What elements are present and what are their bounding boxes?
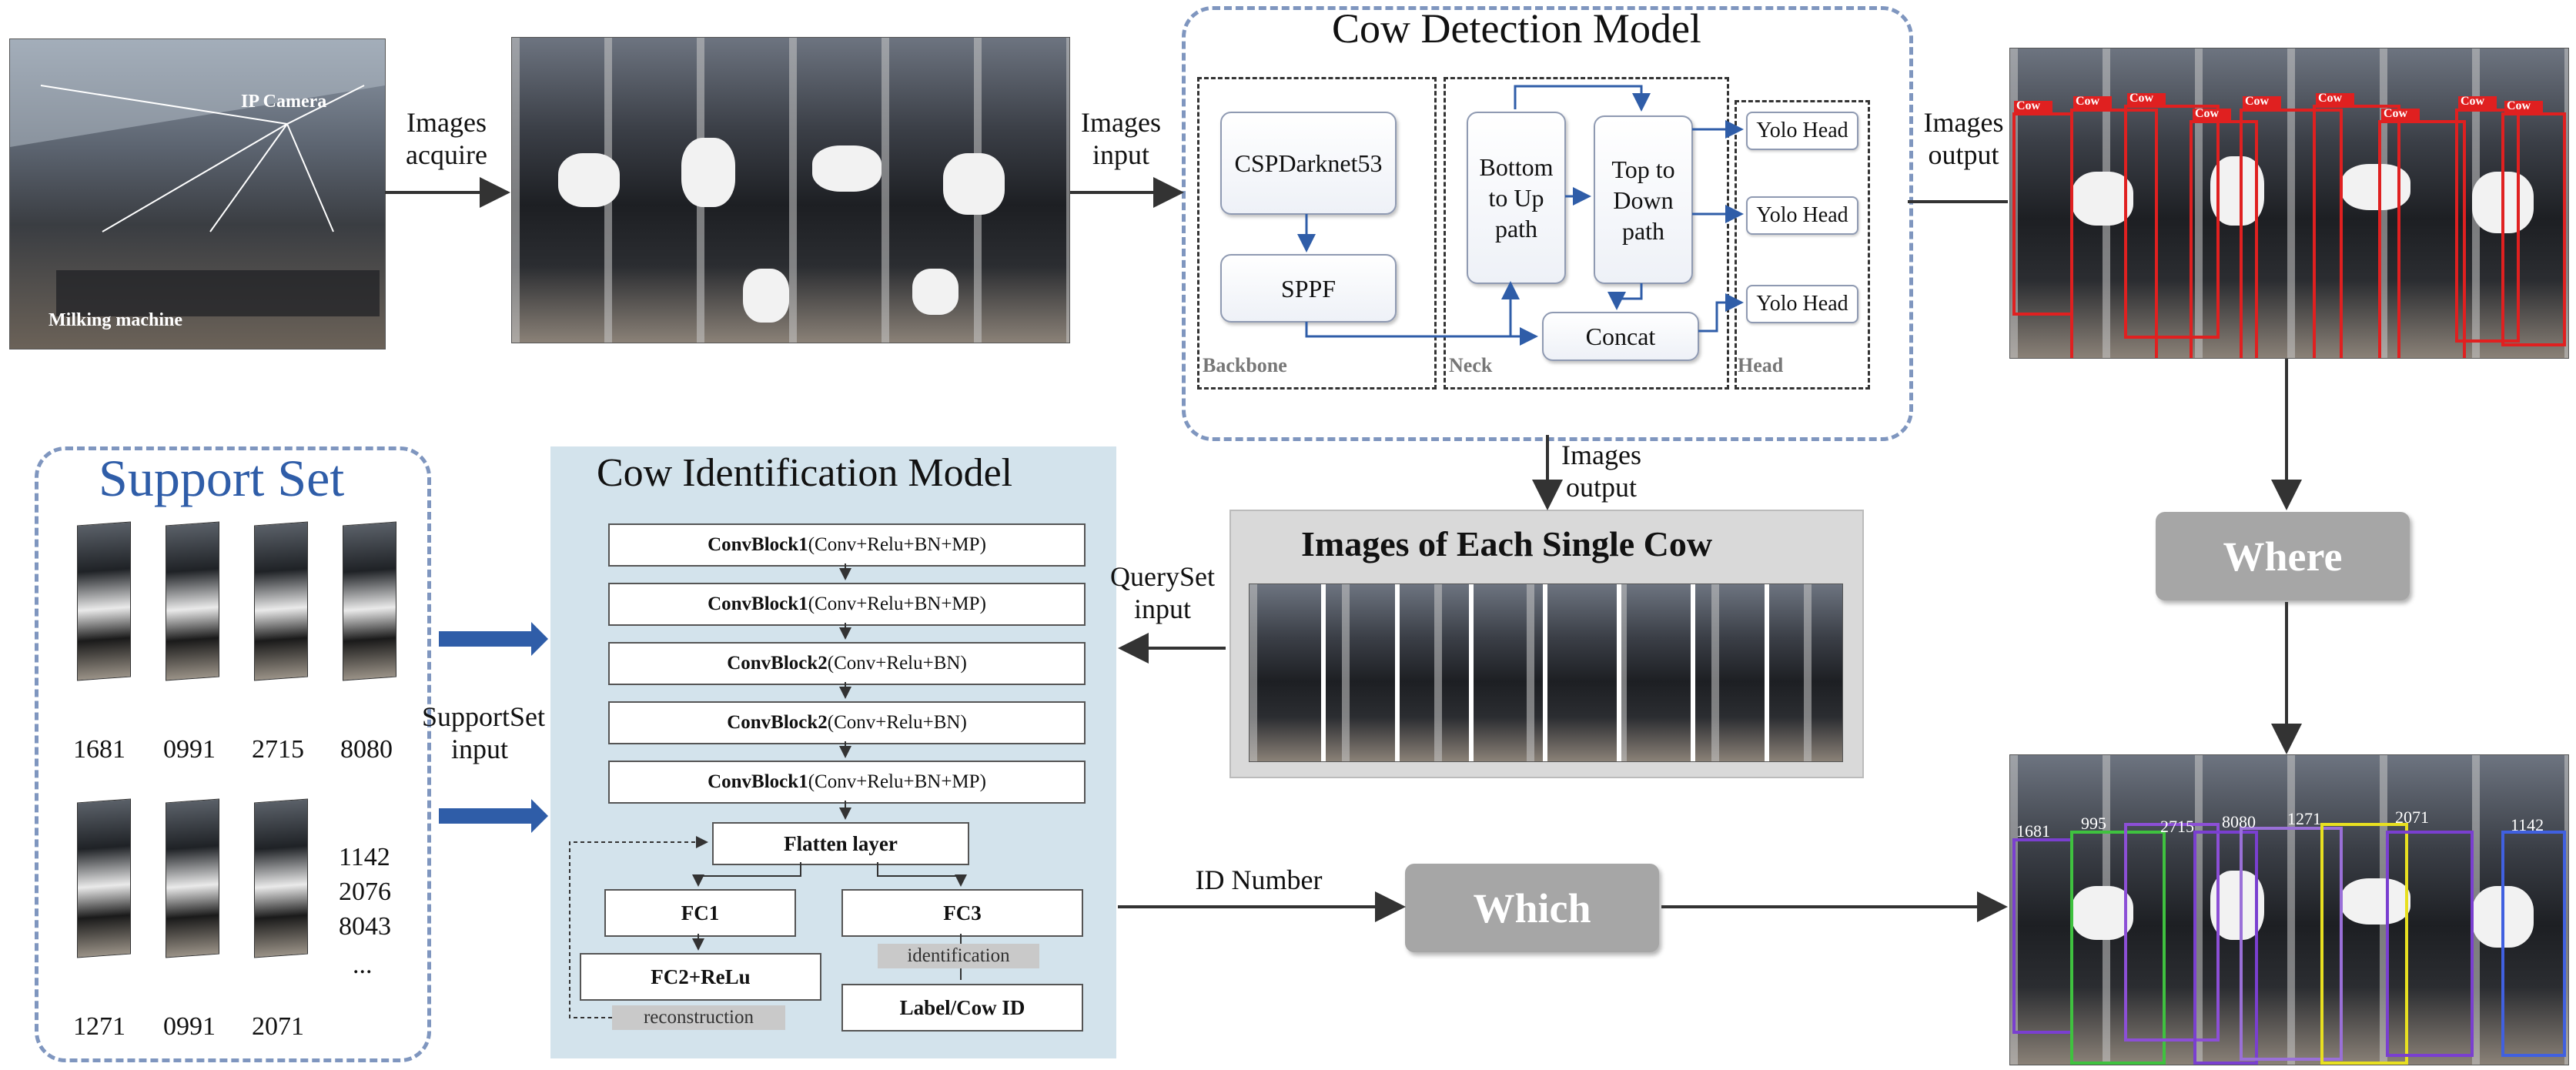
block-name: ConvBlock1: [708, 771, 808, 792]
sppf-node: SPPF: [1220, 254, 1397, 323]
identified-id: 2071: [2395, 808, 2429, 827]
det-box-label: Cow: [2016, 99, 2041, 112]
images-output-down-label: Images output: [1561, 440, 1641, 503]
support-more-id: 8043: [339, 912, 391, 941]
convblock-4: ConvBlock2(Conv+Relu+BN): [608, 701, 1086, 744]
support-more-id: 2076: [339, 878, 391, 906]
support-set-title: Support Set: [99, 449, 345, 507]
block-detail: (Conv+Relu+BN+MP): [808, 534, 986, 555]
concat-node: Concat: [1542, 312, 1699, 361]
top-to-down-node: Top to Down path: [1594, 115, 1693, 284]
block-name: ConvBlock2: [727, 653, 828, 674]
images-output-right-label: Images output: [1923, 107, 2004, 170]
block-name: ConvBlock1: [708, 594, 808, 614]
where-button: Where: [2156, 512, 2410, 600]
images-input-label: Images input: [1081, 107, 1161, 170]
milking-parlour-photo: [511, 37, 1070, 343]
support-id: 1271: [73, 1012, 125, 1041]
fc2-relu-box: FC2+ReLu: [580, 953, 821, 1001]
backbone-label: Backbone: [1203, 354, 1287, 376]
block-name: ConvBlock1: [708, 534, 808, 555]
det-box-label: Cow: [2245, 95, 2270, 108]
det-box-label: Cow: [2461, 95, 2485, 108]
neck-section: [1444, 77, 1729, 390]
yolo-head-3: Yolo Head: [1746, 285, 1858, 323]
identification-model-title: Cow Identification Model: [597, 451, 1013, 495]
id-number-label: ID Number: [1195, 864, 1323, 895]
identification-tag: identification: [878, 944, 1039, 968]
which-button: Which: [1405, 864, 1659, 952]
det-box-label: Cow: [2384, 107, 2408, 120]
det-box-label: Cow: [2318, 92, 2343, 105]
label-cow-id-box: Label/Cow ID: [841, 984, 1083, 1032]
support-id: 8080: [340, 735, 393, 764]
ip-camera-label: IP Camera: [241, 92, 327, 112]
identified-id: 1142: [2511, 815, 2544, 834]
support-id: 1681: [73, 735, 125, 764]
support-more-id: 1142: [339, 843, 390, 871]
identified-id: 1271: [2287, 809, 2321, 828]
convblock-1: ConvBlock1(Conv+Relu+BN+MP): [608, 523, 1086, 567]
convblock-5: ConvBlock1(Conv+Relu+BN+MP): [608, 761, 1086, 804]
identified-output-photo: 1681 995 2715 8080 1271 2071 1142: [2009, 754, 2569, 1065]
support-id: 0991: [163, 735, 216, 764]
det-box-label: Cow: [2129, 92, 2154, 105]
support-id: 2071: [252, 1012, 304, 1041]
neck-label: Neck: [1449, 354, 1493, 376]
head-section: [1735, 100, 1870, 390]
reconstruction-tag: reconstruction: [612, 1005, 785, 1030]
convblock-3: ConvBlock2(Conv+Relu+BN): [608, 642, 1086, 685]
detection-boxes: [2012, 93, 2566, 358]
flatten-layer: Flatten layer: [712, 822, 969, 865]
identified-id: 2715: [2160, 817, 2194, 836]
det-box-label: Cow: [2507, 99, 2531, 112]
convblock-2: ConvBlock1(Conv+Relu+BN+MP): [608, 583, 1086, 626]
farm-camera-photo: IP Camera Milking machine: [9, 38, 386, 349]
single-cow-strip: [1249, 583, 1843, 762]
support-set-frame: [35, 446, 431, 1062]
yolo-head-2: Yolo Head: [1746, 196, 1858, 235]
bottom-to-up-node: Bottom to Up path: [1467, 112, 1566, 284]
images-acquire-label: Images acquire: [406, 107, 487, 170]
detection-output-photo: Cow Cow Cow Cow Cow Cow Cow Cow Cow: [2009, 48, 2569, 359]
det-box-label: Cow: [2076, 95, 2100, 108]
milking-machine-label: Milking machine: [49, 310, 183, 330]
block-detail: (Conv+Relu+BN+MP): [808, 594, 986, 614]
block-detail: (Conv+Relu+BN): [827, 653, 967, 674]
supportset-input-label: SupportSet input: [422, 701, 546, 764]
identified-id: 995: [2081, 814, 2106, 833]
identified-boxes: [2012, 823, 2566, 1065]
support-more-id: ...: [353, 951, 373, 979]
support-id: 2715: [252, 735, 304, 764]
detection-model-title: Cow Detection Model: [1332, 5, 1701, 52]
queryset-input-label: QuerySet input: [1110, 561, 1215, 624]
block-detail: (Conv+Relu+BN): [827, 712, 967, 733]
identified-id: 8080: [2222, 812, 2256, 831]
camera-lines-overlay: [10, 39, 385, 316]
identified-id: 1681: [2016, 821, 2050, 841]
backbone-section: [1197, 77, 1437, 390]
yolo-head-1: Yolo Head: [1746, 112, 1858, 150]
cspdarknet53-node: CSPDarknet53: [1220, 112, 1397, 215]
det-box-label: Cow: [2195, 107, 2220, 120]
head-label: Head: [1738, 354, 1784, 376]
block-detail: (Conv+Relu+BN+MP): [808, 771, 986, 792]
fc3-box: FC3: [841, 889, 1083, 937]
block-name: ConvBlock2: [727, 712, 828, 733]
cow-strip-dividers: [1321, 584, 1769, 761]
fc1-box: FC1: [604, 889, 796, 937]
support-id: 0991: [163, 1012, 216, 1041]
single-cow-title: Images of Each Single Cow: [1301, 524, 1713, 563]
